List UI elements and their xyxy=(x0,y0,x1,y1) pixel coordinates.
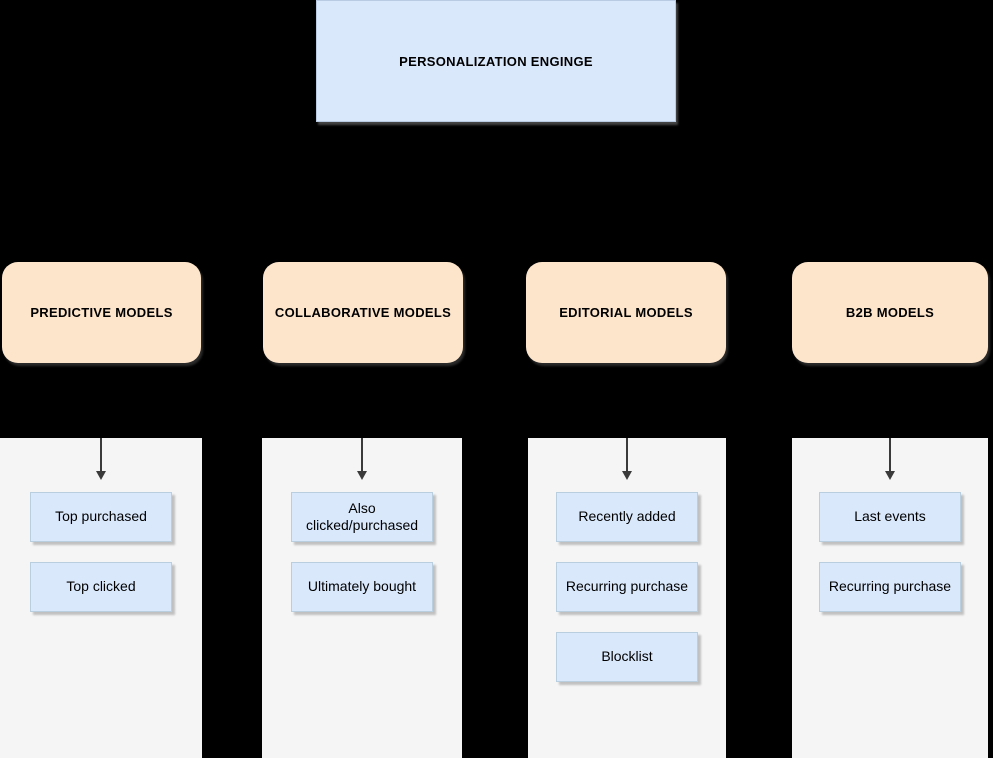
model-item-node[interactable]: Also clicked/purchased xyxy=(291,492,433,542)
model-item-node[interactable]: Last events xyxy=(819,492,961,542)
category-label: PREDICTIVE MODELS xyxy=(30,305,173,320)
arrow-down-icon xyxy=(96,438,106,480)
model-item-label: Recurring purchase xyxy=(828,578,952,595)
arrow-down-icon xyxy=(357,438,367,480)
arrow-head xyxy=(622,471,632,480)
model-item-node[interactable]: Top purchased xyxy=(30,492,172,542)
model-item-label: Blocklist xyxy=(601,648,653,665)
arrow-down-icon xyxy=(622,438,632,480)
model-item-node[interactable]: Blocklist xyxy=(556,632,698,682)
model-item-label: Top purchased xyxy=(55,508,147,525)
model-item-label: Recently added xyxy=(578,508,676,525)
model-item-label: Recurring purchase xyxy=(565,578,689,595)
model-item-label: Ultimately bought xyxy=(307,578,417,595)
category-label: COLLABORATIVE MODELS xyxy=(274,305,452,320)
personalization-engine-node[interactable]: PERSONALIZATION ENGINGE xyxy=(316,0,676,122)
personalization-engine-label: PERSONALIZATION ENGINGE xyxy=(399,53,593,69)
category-node-editorial[interactable]: EDITORIAL MODELS xyxy=(526,262,726,363)
arrow-line xyxy=(889,438,891,471)
arrow-line xyxy=(626,438,628,471)
model-item-node[interactable]: Recurring purchase xyxy=(819,562,961,612)
arrow-down-icon xyxy=(885,438,895,480)
arrow-line xyxy=(361,438,363,471)
model-item-label: Top clicked xyxy=(66,578,136,595)
model-item-node[interactable]: Top clicked xyxy=(30,562,172,612)
arrow-head xyxy=(885,471,895,480)
arrow-line xyxy=(100,438,102,471)
category-label: EDITORIAL MODELS xyxy=(559,305,693,320)
model-item-node[interactable]: Recently added xyxy=(556,492,698,542)
model-item-label: Last events xyxy=(854,508,926,525)
category-node-collaborative[interactable]: COLLABORATIVE MODELS xyxy=(263,262,463,363)
arrow-head xyxy=(96,471,106,480)
model-item-label: Also clicked/purchased xyxy=(305,499,419,534)
category-node-b2b[interactable]: B2B MODELS xyxy=(792,262,988,363)
category-label: B2B MODELS xyxy=(845,305,935,320)
model-item-node[interactable]: Ultimately bought xyxy=(291,562,433,612)
arrow-head xyxy=(357,471,367,480)
category-node-predictive[interactable]: PREDICTIVE MODELS xyxy=(2,262,201,363)
model-item-node[interactable]: Recurring purchase xyxy=(556,562,698,612)
